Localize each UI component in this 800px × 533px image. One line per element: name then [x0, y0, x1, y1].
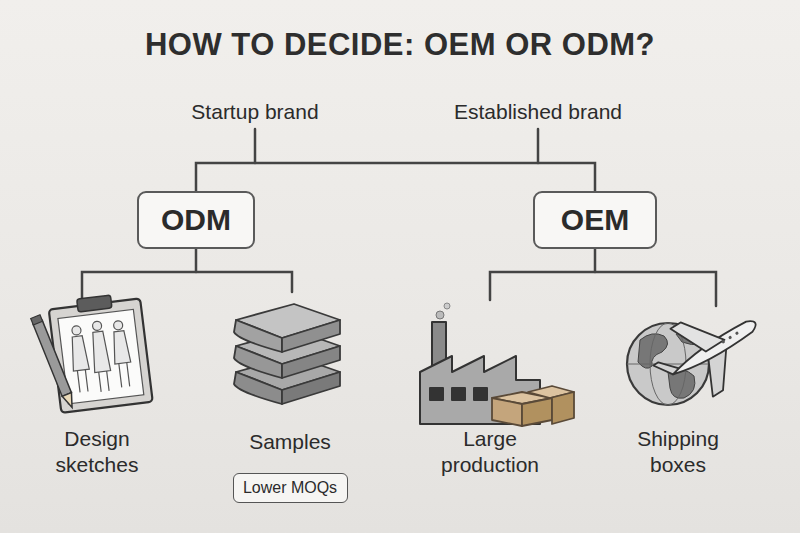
note-box: Lower MOQs — [233, 473, 348, 503]
clipboard-board — [49, 298, 153, 412]
node-text: OEM — [561, 202, 629, 238]
item-label: Large production — [425, 426, 555, 478]
branch-line — [594, 249, 597, 272]
diagram-title: HOW TO DECIDE: OEM OR ODM? — [0, 26, 800, 64]
fashion-figures — [68, 318, 134, 395]
fabric-samples-icon — [234, 304, 340, 404]
item-label: Design sketches — [37, 426, 157, 478]
node-text: ODM — [161, 202, 231, 238]
choice-box: ODM — [137, 191, 255, 249]
branch-line — [254, 129, 257, 163]
pencil-icon — [31, 315, 77, 410]
branch-line — [490, 272, 716, 306]
item-label: Samples — [225, 429, 355, 455]
airplane-icon — [642, 289, 777, 415]
branch-line — [82, 272, 292, 300]
choice-label: Startup brand — [145, 99, 365, 125]
branch-line — [537, 129, 540, 163]
branch-line — [195, 249, 198, 272]
branch-line — [196, 163, 595, 191]
tree-lines — [82, 129, 716, 306]
choice-box: OEM — [533, 191, 657, 249]
node-text: Lower MOQs — [243, 478, 337, 498]
cardboard-boxes — [492, 386, 574, 426]
item-label: Shipping boxes — [613, 426, 743, 478]
clipboard-clip — [77, 295, 112, 312]
choice-label: Established brand — [418, 99, 658, 125]
